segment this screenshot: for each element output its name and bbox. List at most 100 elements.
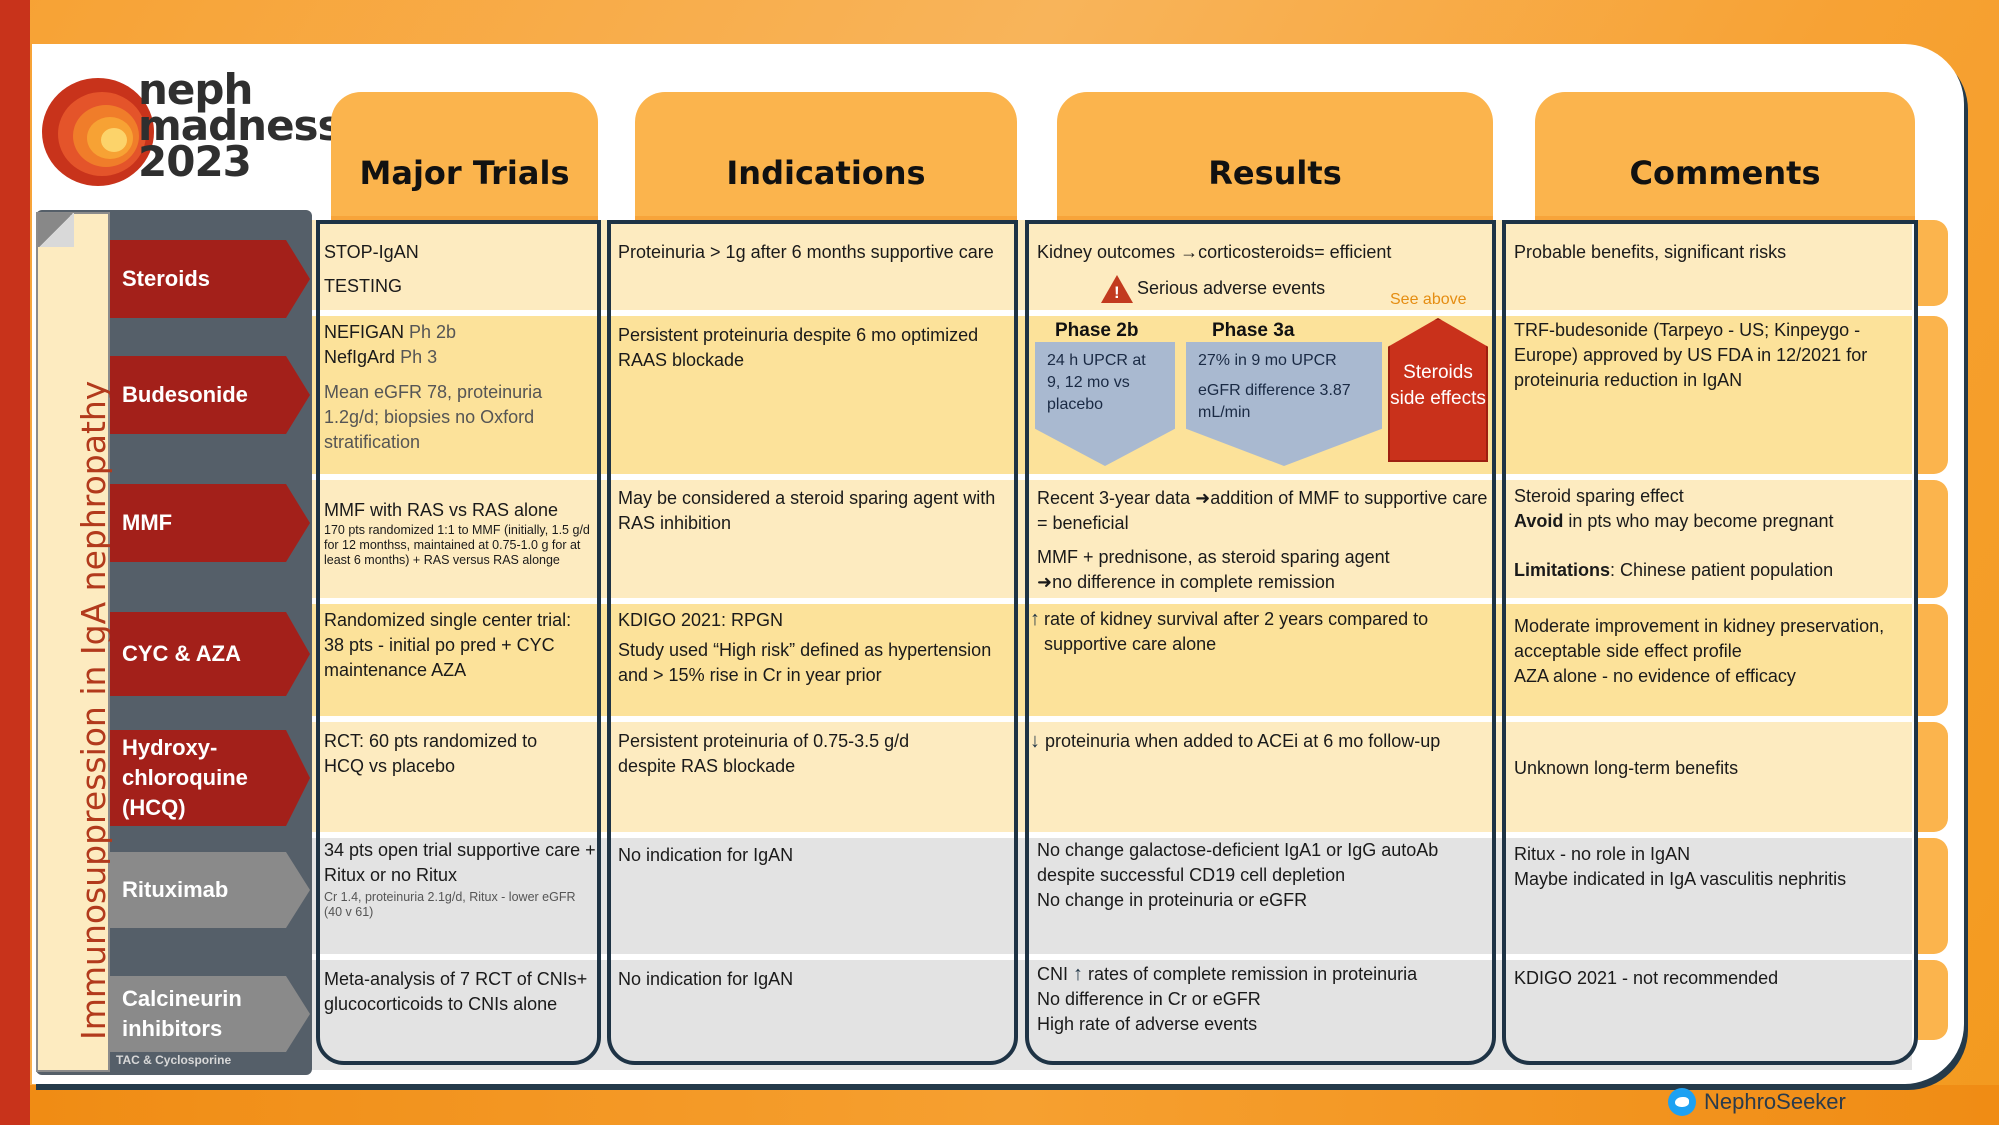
phase-3a-text: 27% in 9 mo UPCR bbox=[1198, 352, 1337, 369]
indication-line: Study used “High risk” defined as hypert… bbox=[618, 640, 992, 685]
trial-name: TESTING bbox=[324, 276, 403, 296]
arrow-up-icon: ↑ bbox=[1030, 608, 1040, 630]
drug-tag-steroids: Steroids bbox=[110, 240, 310, 318]
row-band-mmf bbox=[312, 480, 1912, 598]
trials-mmf: MMF with RAS vs RAS alone 170 pts random… bbox=[324, 498, 596, 568]
left-red-bar bbox=[0, 0, 30, 1125]
result-text: no difference in complete remission bbox=[1052, 572, 1335, 592]
comment-line: Ritux - no role in IgAN bbox=[1514, 844, 1691, 864]
comments-mmf: Steroid sparing effect Avoid in pts who … bbox=[1514, 484, 1909, 583]
indications-budesonide: Persistent proteinuria despite 6 mo opti… bbox=[618, 325, 979, 370]
trials-cyc-aza: Randomized single center trial: 38 pts -… bbox=[324, 610, 572, 680]
result-line: ➜no difference in complete remission bbox=[1037, 570, 1492, 595]
trial-phase: Ph 2b bbox=[409, 322, 457, 342]
comment-line: AZA alone - no evidence of efficacy bbox=[1514, 666, 1796, 686]
logo-line-3: 2023 bbox=[138, 137, 252, 186]
results-cyc-aza: ↑rate of kidney survival after 2 years c… bbox=[1030, 607, 1490, 657]
phase-2b-text: 24 h UPCR at 9, 12 mo vs placebo bbox=[1047, 352, 1146, 413]
edge-tab bbox=[1918, 960, 1948, 1040]
nephmadness-logo: neph madness 2023 bbox=[40, 65, 343, 200]
indications-steroids: Proteinuria > 1g after 6 months supporti… bbox=[618, 242, 994, 262]
page-fold-icon bbox=[38, 213, 74, 247]
header-results: Results bbox=[1057, 92, 1493, 222]
indications-rituximab: No indication for IgAN bbox=[618, 845, 794, 865]
result-line: No change in proteinuria or eGFR bbox=[1037, 890, 1308, 910]
results-hcq: ↓ proteinuria when added to ACEi at 6 mo… bbox=[1030, 729, 1490, 754]
row-band-hcq bbox=[312, 722, 1912, 832]
comments-hcq: Unknown long-term benefits bbox=[1514, 758, 1739, 778]
drug-tag-budesonide: Budesonide bbox=[110, 356, 310, 434]
phase-2b-title: Phase 2b bbox=[1055, 320, 1139, 341]
drug-label: Budesonide bbox=[122, 382, 248, 407]
result-text: proteinuria when added to ACEi at 6 mo f… bbox=[1045, 731, 1441, 751]
results-mmf: Recent 3-year data ➜addition of MMF to s… bbox=[1037, 486, 1492, 595]
steroid-side-effects-badge: Steroids side effects bbox=[1388, 318, 1488, 462]
indications-cni: No indication for IgAN bbox=[618, 969, 794, 989]
frame-indications bbox=[607, 220, 1018, 1065]
result-text: addition of MMF to supportive care = ben… bbox=[1037, 488, 1488, 533]
result-line: Serious adverse events bbox=[1137, 277, 1326, 298]
indication-line: KDIGO 2021: RPGN bbox=[618, 610, 784, 630]
arrow-up-icon: ↑ bbox=[1073, 963, 1084, 985]
trial-name: NefIgArd bbox=[324, 347, 396, 367]
result-text: rates of complete remission in proteinur… bbox=[1088, 964, 1418, 984]
arrow-right-icon: ➜ bbox=[1037, 572, 1053, 592]
result-text: rate of kidney survival after 2 years co… bbox=[1044, 609, 1429, 654]
logo-line-1: neph bbox=[138, 65, 253, 114]
trial-name: 34 pts open trial supportive care + Ritu… bbox=[324, 840, 596, 885]
trials-cni: Meta-analysis of 7 RCT of CNIs+ glucocor… bbox=[324, 969, 588, 1014]
side-effects-label: Steroids side effects bbox=[1390, 362, 1486, 409]
result-line: No difference in Cr or eGFR bbox=[1037, 989, 1261, 1009]
drug-label: Hydroxy-chloroquine (HCQ) bbox=[122, 735, 248, 820]
result-text: Recent 3-year data bbox=[1037, 488, 1191, 508]
comment-line: Limitations: Chinese patient population bbox=[1514, 558, 1909, 583]
side-title: Immunosuppression in IgA nephropathy bbox=[74, 380, 113, 1040]
drug-tag-cni: Calcineurin inhibitors bbox=[110, 976, 310, 1052]
frame-major-trials bbox=[316, 220, 601, 1065]
comment-text: : Chinese patient population bbox=[1610, 560, 1834, 580]
trial-name: NEFIGAN bbox=[324, 322, 405, 342]
header-label: Results bbox=[1208, 154, 1342, 192]
twitter-icon bbox=[1668, 1088, 1696, 1116]
comment-text: in pts who may become pregnant bbox=[1563, 511, 1834, 531]
comment-emph: Avoid bbox=[1514, 511, 1564, 531]
phase-3a-text: eGFR difference 3.87 mL/min bbox=[1198, 382, 1351, 421]
trial-line: NefIgArd Ph 3 bbox=[324, 345, 594, 370]
edge-tab bbox=[1918, 838, 1948, 954]
indications-mmf: May be considered a steroid sparing agen… bbox=[618, 488, 996, 533]
comments-rituximab: Ritux - no role in IgAN Maybe indicated … bbox=[1514, 842, 1909, 892]
logo-text: neph madness 2023 bbox=[138, 65, 343, 186]
trial-note: Mean eGFR 78, proteinuria 1.2g/d; biopsi… bbox=[324, 382, 543, 452]
header-indications: Indications bbox=[635, 92, 1017, 222]
header-comments: Comments bbox=[1535, 92, 1915, 222]
logo-flame-icon bbox=[42, 78, 154, 186]
logo-line-2: madness bbox=[138, 101, 343, 150]
trial-phase: Ph 3 bbox=[400, 347, 438, 367]
result-line: MMF + prednisone, as steroid sparing age… bbox=[1037, 547, 1390, 567]
drug-tag-cyc-aza: CYC & AZA bbox=[110, 612, 310, 696]
twitter-handle[interactable]: NephroSeeker bbox=[1668, 1088, 1846, 1116]
result-line: Kidney outcomes →corticosteroids= effici… bbox=[1037, 242, 1392, 262]
result-line: CNI ↑ rates of complete remission in pro… bbox=[1037, 962, 1487, 987]
arrow-down-icon: ↓ bbox=[1030, 730, 1040, 752]
edge-tab bbox=[1918, 480, 1948, 598]
indications-cyc-aza: KDIGO 2021: RPGN Study used “High risk” … bbox=[618, 608, 1008, 688]
side-title-box bbox=[36, 212, 110, 1072]
arrow-right-icon: ➜ bbox=[1195, 488, 1211, 508]
header-label: Comments bbox=[1629, 154, 1821, 192]
trial-note: Cr 1.4, proteinuria 2.1g/d, Ritux - lowe… bbox=[324, 890, 576, 919]
trials-rituximab: 34 pts open trial supportive care + Ritu… bbox=[324, 838, 596, 920]
result-line: No change galactose-deficient IgA1 or Ig… bbox=[1037, 840, 1439, 885]
comment-line: Moderate improvement in kidney preservat… bbox=[1514, 616, 1885, 661]
trial-name: MMF with RAS vs RAS alone bbox=[324, 500, 559, 520]
results-steroids: Kidney outcomes →corticosteroids= effici… bbox=[1037, 240, 1487, 305]
edge-tab bbox=[1918, 604, 1948, 716]
header-major-trials: Major Trials bbox=[331, 92, 598, 222]
drug-tag-rituximab: Rituximab bbox=[110, 852, 310, 928]
drug-tag-mmf: MMF bbox=[110, 484, 310, 562]
trials-steroids: STOP-IgAN TESTING bbox=[324, 240, 594, 299]
comment-emph: Limitations bbox=[1514, 560, 1611, 580]
comments-budesonide: TRF-budesonide (Tarpeyo - US; Kinpeygo -… bbox=[1514, 320, 1868, 390]
result-line: High rate of adverse events bbox=[1037, 1014, 1258, 1034]
row-band-cyc bbox=[312, 604, 1912, 716]
